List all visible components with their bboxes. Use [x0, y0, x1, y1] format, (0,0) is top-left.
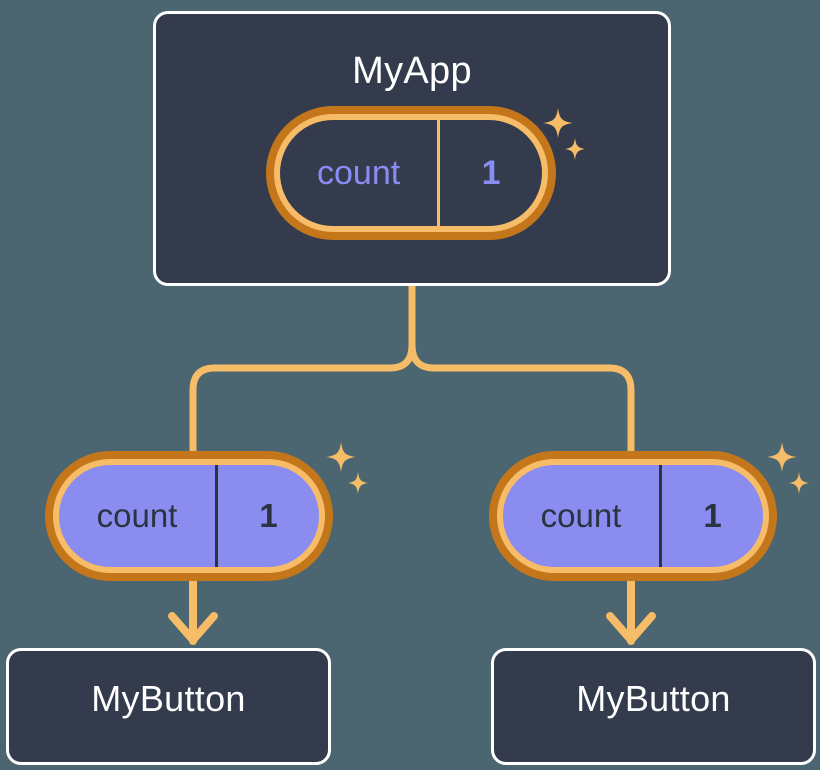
state-pill-branch-left[interactable]: count 1 [45, 451, 333, 581]
arrow-head-left [168, 612, 218, 644]
arrow-head-right [606, 612, 656, 644]
state-pill-myapp[interactable]: count 1 [266, 106, 556, 240]
state-value-label: 1 [437, 120, 542, 226]
component-label: MyButton [576, 678, 731, 719]
state-pill-branch-right[interactable]: count 1 [489, 451, 777, 581]
component-card-mybutton-right[interactable]: MyButton [491, 648, 816, 765]
state-pill-inner: count 1 [280, 120, 542, 226]
state-pill-inner: count 1 [503, 465, 763, 567]
page-title: MyApp [352, 50, 472, 92]
state-key-label: count [317, 153, 401, 192]
state-key-label: count [540, 497, 622, 534]
state-pill-inner: count 1 [59, 465, 319, 567]
state-value-label: 1 [659, 465, 763, 567]
component-card-mybutton-left[interactable]: MyButton [6, 648, 331, 765]
connector-branch-right [408, 341, 635, 464]
connector-branch-left [189, 341, 416, 464]
state-value-label: 1 [215, 465, 319, 567]
component-label: MyButton [91, 678, 246, 719]
state-key-label: count [96, 497, 178, 534]
